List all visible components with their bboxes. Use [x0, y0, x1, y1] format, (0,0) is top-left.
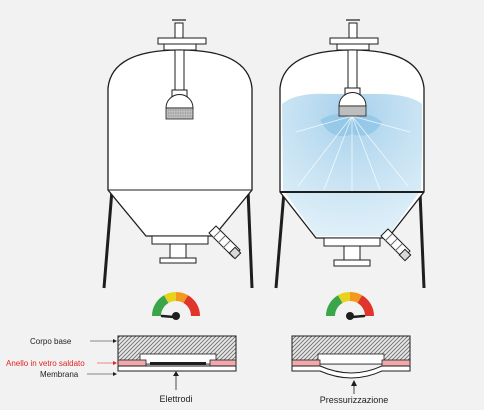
water-spray — [282, 93, 422, 236]
legend-labels: Corpo base Anello in vetro saldato Membr… — [6, 337, 388, 405]
caption-pressurizzazione: Pressurizzazione — [320, 395, 389, 405]
sensor-section-left — [117, 335, 237, 390]
pressure-gauge-icon — [152, 292, 200, 320]
spray-ball-icon — [165, 94, 194, 120]
label-corpo-base: Corpo base — [30, 337, 72, 346]
sensor-section-right — [291, 335, 411, 394]
label-anello-vetro: Anello in vetro saldato — [6, 359, 85, 368]
pressure-gauge-icon — [326, 292, 374, 320]
side-valve-icon — [208, 225, 242, 260]
caption-elettrodi: Elettrodi — [159, 394, 192, 404]
left-tank — [102, 19, 254, 289]
right-tank — [274, 19, 426, 289]
label-membrana: Membrana — [40, 370, 79, 379]
